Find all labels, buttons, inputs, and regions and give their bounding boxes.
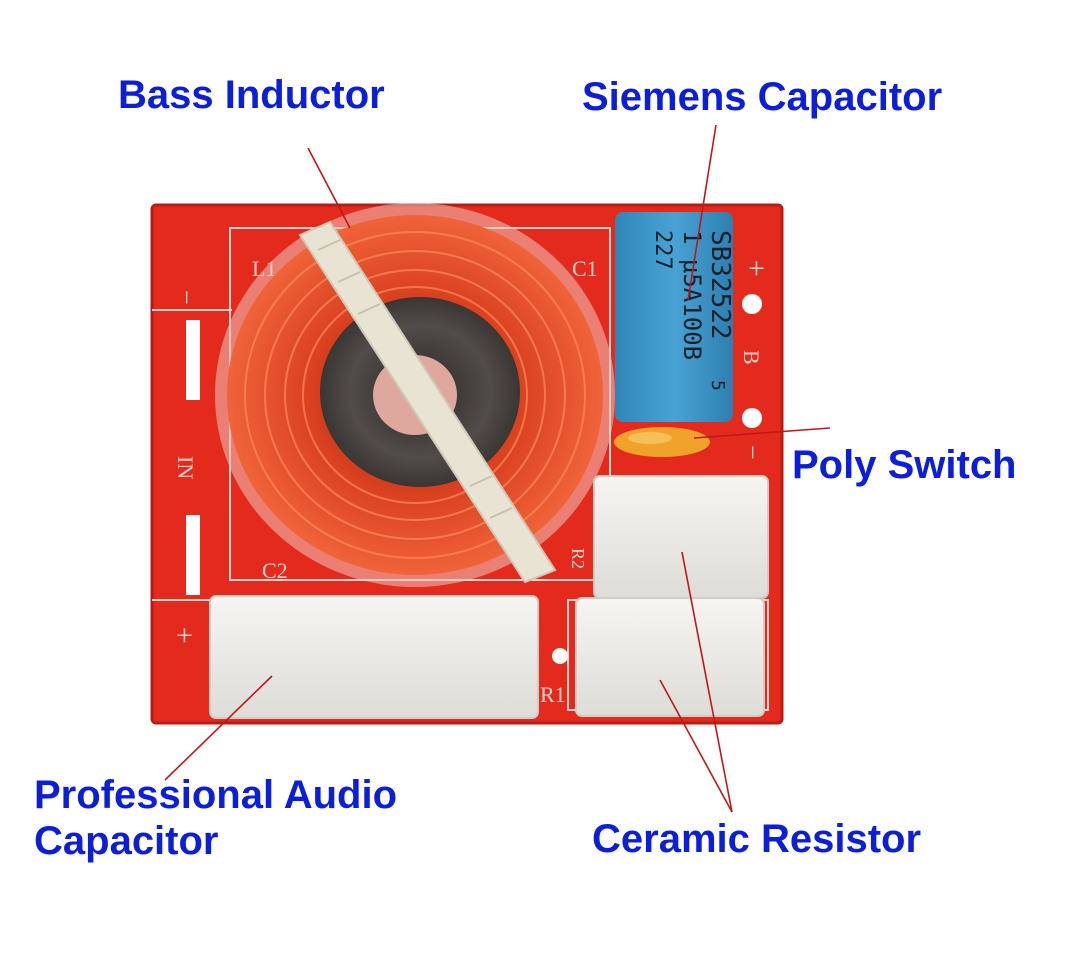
film-capacitor-icon: SB32522 5 1 μ5A100B 227	[615, 212, 735, 422]
mount-hole-1	[742, 294, 762, 314]
silk-r1: R1	[540, 682, 566, 707]
label-bass-inductor-text: Bass Inductor	[118, 73, 385, 117]
leader-bass-inductor	[307, 147, 351, 229]
leader-lines	[164, 124, 831, 813]
label-siemens-capacitor-text: Siemens Capacitor	[582, 75, 943, 119]
silk-minus-right: −	[738, 445, 767, 460]
silk-c1: C1	[572, 256, 598, 281]
polyfuse-icon	[614, 427, 710, 457]
leader-ceramic-resistor-1	[681, 551, 733, 813]
silk-b: B	[739, 350, 764, 365]
cap-marking-2: 5	[707, 380, 728, 391]
silk-r2: R2	[568, 548, 588, 569]
label-ceramic-resistor: Ceramic Resistor	[592, 816, 921, 862]
inductor-coil-icon	[215, 203, 615, 587]
mount-hole-2	[742, 408, 762, 428]
label-pro-audio-line2: Capacitor	[34, 819, 219, 863]
cap-marking-1: SB32522	[705, 230, 735, 340]
terminal-slot-top	[186, 320, 200, 400]
silk-minus-left: −	[172, 290, 201, 305]
mkp-capacitor-icon	[209, 595, 539, 719]
cap-marking-4: 227	[650, 230, 675, 270]
mount-hole-3	[552, 648, 568, 664]
resistor-block-icon	[575, 475, 769, 717]
leader-pro-audio-capacitor	[164, 675, 273, 781]
silk-in: IN	[173, 456, 198, 479]
leader-poly-switch	[693, 427, 831, 439]
label-pro-audio-line1: Professional Audio	[34, 773, 398, 817]
leader-ceramic-resistor-2	[659, 679, 733, 813]
silk-c2: C2	[262, 558, 288, 583]
cap-marking-3: 1 μ5A100B	[678, 230, 706, 360]
label-siemens-capacitor: Siemens Capacitor	[582, 74, 942, 120]
label-bass-inductor: Bass Inductor	[118, 72, 385, 118]
label-ceramic-resistor-text: Ceramic Resistor	[592, 817, 922, 861]
silk-plus-left: +	[176, 619, 193, 652]
terminal-slot-bottom	[186, 515, 200, 595]
label-pro-audio-capacitor: Professional Audio Capacitor	[34, 772, 397, 864]
label-poly-switch-text: Poly Switch	[792, 443, 1017, 487]
leader-siemens-capacitor	[687, 124, 717, 301]
silk-plus-right: +	[748, 252, 765, 285]
label-poly-switch: Poly Switch	[792, 442, 1017, 488]
